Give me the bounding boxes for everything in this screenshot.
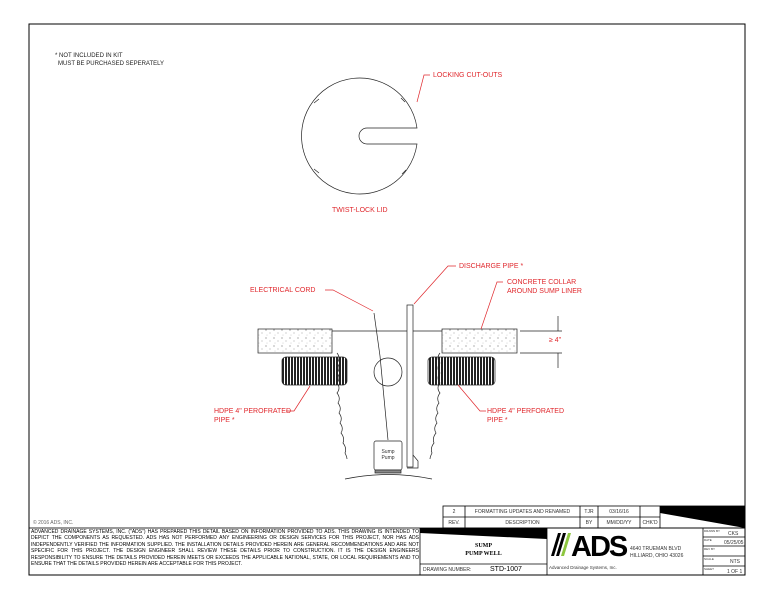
scale-value: NTS <box>730 559 740 565</box>
pump-label-1: Sump <box>381 449 395 455</box>
dimension-label: ≥ 4" <box>549 337 562 344</box>
ads-logo: ADS <box>551 531 630 563</box>
title-block <box>28 505 746 576</box>
rev-description: FORMATTING UPDATES AND RENAMED <box>474 509 571 515</box>
rev-date: 03/16/16 <box>609 509 629 515</box>
sheet-value: 1 OF 1 <box>727 569 743 575</box>
label-twist-lock-lid: TWIST-LOCK LID <box>332 207 388 214</box>
label-collar-1: CONCRETE COLLAR <box>507 279 577 286</box>
label-hdpe-left-1: HDPE 4" PEROFRATED <box>214 408 292 415</box>
pump-label-2: Pump <box>381 455 395 461</box>
label-collar-2: AROUND SUMP LINER <box>507 288 582 295</box>
sheet-border <box>28 23 746 576</box>
header-rev: REV. <box>448 520 460 526</box>
label-electrical-cord: ELECTRICAL CORD <box>250 287 316 294</box>
note-line-1: * NOT INCLUDED IN KIT <box>55 53 123 59</box>
leaders <box>286 265 503 412</box>
leader-locking <box>416 74 430 103</box>
note-line-2: MUST BE PURCHASED SEPERATELY <box>58 61 165 67</box>
header-description: DESCRIPTION <box>505 520 540 526</box>
company-name: Advanced Drainage Systems, Inc. <box>549 565 617 570</box>
drawn-by: CKS <box>728 531 739 537</box>
label-hdpe-right-1: HDPE 4" PERFORATED <box>487 408 565 415</box>
address-1: 4640 TRUEMAN BLVD <box>630 546 682 552</box>
scale-label: SCALE <box>704 557 714 561</box>
address-2: HILLIARD, OHIO 43026 <box>630 553 684 559</box>
svg-text:ADS: ADS <box>571 531 628 563</box>
rev-number: 2 <box>452 509 456 515</box>
header-by: BY <box>585 520 593 526</box>
title-line-2: PUMP WELL <box>465 551 502 557</box>
label-discharge-pipe: DISCHARGE PIPE * <box>459 263 524 270</box>
drawing-number: STD-1007 <box>490 566 522 573</box>
drawn-by-label: DRAWN BY <box>704 529 721 533</box>
label-locking-cutouts: LOCKING CUT-OUTS <box>433 72 503 79</box>
header-date: MM/DD/YY <box>606 520 632 526</box>
date-label: DATE <box>704 538 712 542</box>
label-hdpe-left-2: PIPE * <box>214 417 235 424</box>
drawing-number-label: DRAWING NUMBER: <box>423 567 472 573</box>
title-line-1: SUMP <box>475 543 492 549</box>
sump-section <box>257 304 562 480</box>
label-hdpe-right-2: PIPE * <box>487 417 508 424</box>
rev-by-label: REV BY <box>704 547 716 551</box>
sheet-label: SHEET <box>704 567 715 571</box>
header-chkd: CHK'D <box>642 520 658 526</box>
disclaimer: ADVANCED DRAINAGE SYSTEMS, INC. ("ADS") … <box>31 529 419 568</box>
twist-lock-lid <box>301 77 418 195</box>
date-value: 05/25/05 <box>724 540 744 546</box>
rev-by: TJR <box>584 509 594 515</box>
copyright: © 2016 ADS, INC. <box>33 520 74 526</box>
